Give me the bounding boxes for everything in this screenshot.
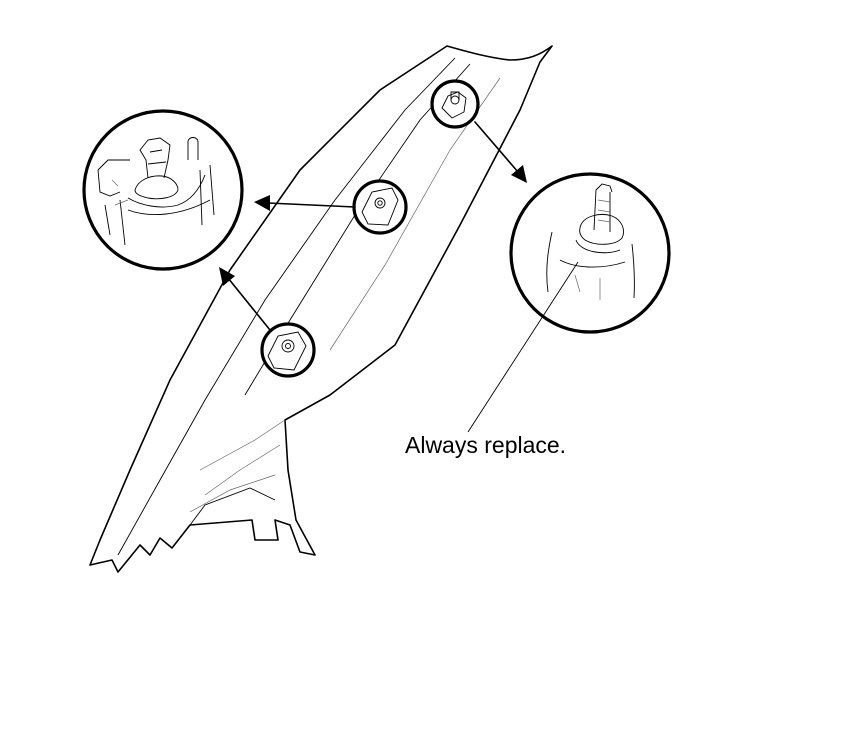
arrow-lower-to-left-detail [219,267,271,331]
clip-detail-right [509,172,671,334]
clip-locator-middle [352,179,408,235]
clip-detail-left [82,109,244,271]
arrow-top-to-right-detail [474,121,527,183]
clip-locator-lower [260,322,316,378]
clip-locator-top [430,79,480,129]
always-replace-callout: Always replace. [405,432,567,458]
arrow-middle-to-left-detail [254,195,356,211]
callout-leader-line [467,261,579,433]
